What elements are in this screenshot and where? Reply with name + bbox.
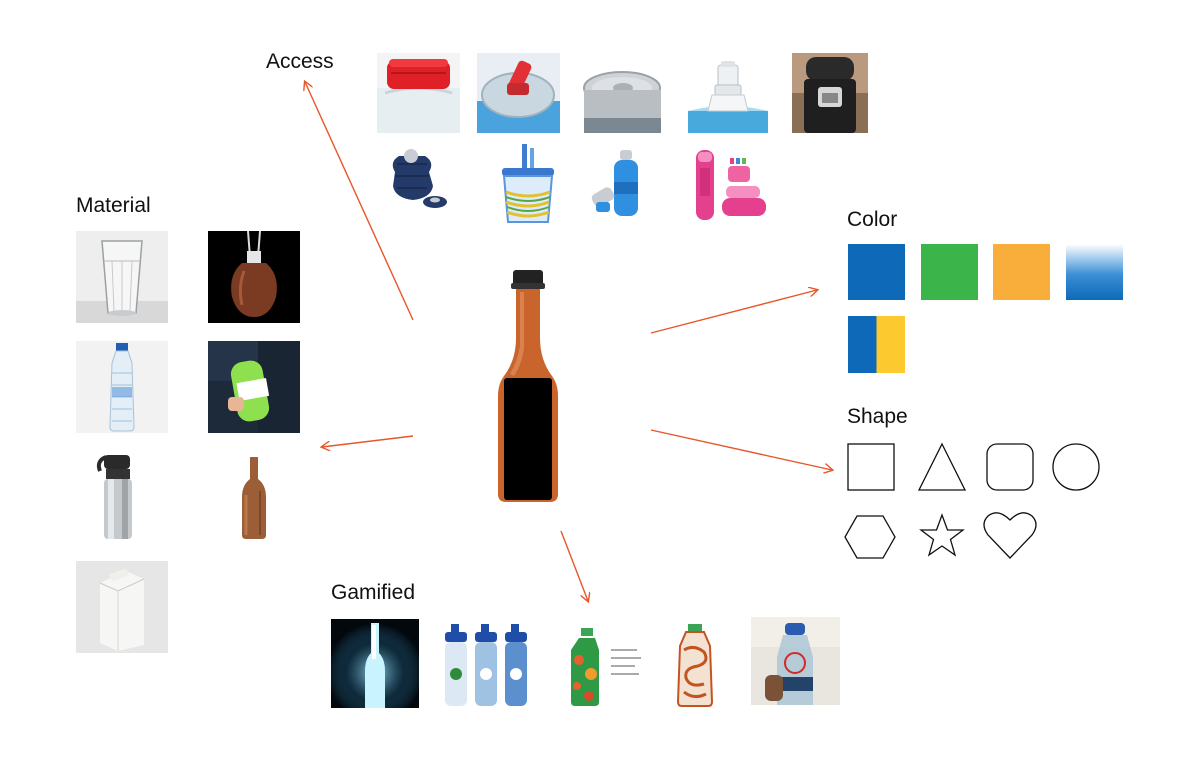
material-label: Material <box>76 194 151 217</box>
shape-rounded-square <box>986 443 1034 491</box>
color-swatch-orange <box>993 244 1050 300</box>
access-red-cap-image <box>377 53 460 133</box>
arrow-to-shape <box>650 429 832 470</box>
material-wooden-bottle-image <box>208 451 300 543</box>
color-swatch-gradient <box>1066 244 1123 300</box>
access-roll-on-cap-image <box>385 142 449 214</box>
shape-star <box>919 513 965 557</box>
shape-hexagon <box>844 515 896 559</box>
access-straw-lid-cup-image <box>494 142 562 226</box>
material-steel-flask-image <box>76 451 168 543</box>
arrow-to-gamified <box>560 530 588 601</box>
material-plastic-bottle-image <box>76 341 168 433</box>
shape-square <box>847 443 895 491</box>
gamified-glowing-bottle-image <box>331 619 419 708</box>
shape-label: Shape <box>847 405 908 428</box>
access-valve-pouch-image <box>688 53 768 133</box>
access-collapsible-blue-image <box>590 146 646 222</box>
arrow-to-material <box>322 435 414 447</box>
color-swatch-blue <box>848 244 905 300</box>
access-sport-spout-image <box>477 53 560 133</box>
gamified-doodle-bottle-image <box>565 624 647 708</box>
gamified-marble-bottle-image <box>751 617 840 705</box>
access-pink-collapsible-image <box>692 146 768 222</box>
color-swatch-green <box>921 244 978 300</box>
access-label: Access <box>266 50 334 73</box>
shape-circle <box>1052 443 1100 491</box>
gamified-sport-bottles-image <box>441 622 531 708</box>
material-silicone-bottle-image <box>208 341 300 433</box>
arrow-to-access <box>305 82 414 321</box>
material-carton-image <box>76 561 168 653</box>
color-swatch-split <box>848 316 905 373</box>
access-flip-lid-image <box>792 53 868 133</box>
access-pull-tab-can-image <box>583 70 662 133</box>
center-bottle-image <box>494 268 562 504</box>
arrow-to-color <box>650 290 817 334</box>
material-leather-image <box>208 231 300 323</box>
shape-heart <box>983 512 1037 559</box>
color-label: Color <box>847 208 898 231</box>
material-glass-image <box>76 231 168 323</box>
shapes-group <box>844 442 1100 559</box>
gamified-maze-bottle-image <box>670 622 720 708</box>
gamified-label: Gamified <box>331 581 416 604</box>
shape-triangle <box>917 442 967 491</box>
